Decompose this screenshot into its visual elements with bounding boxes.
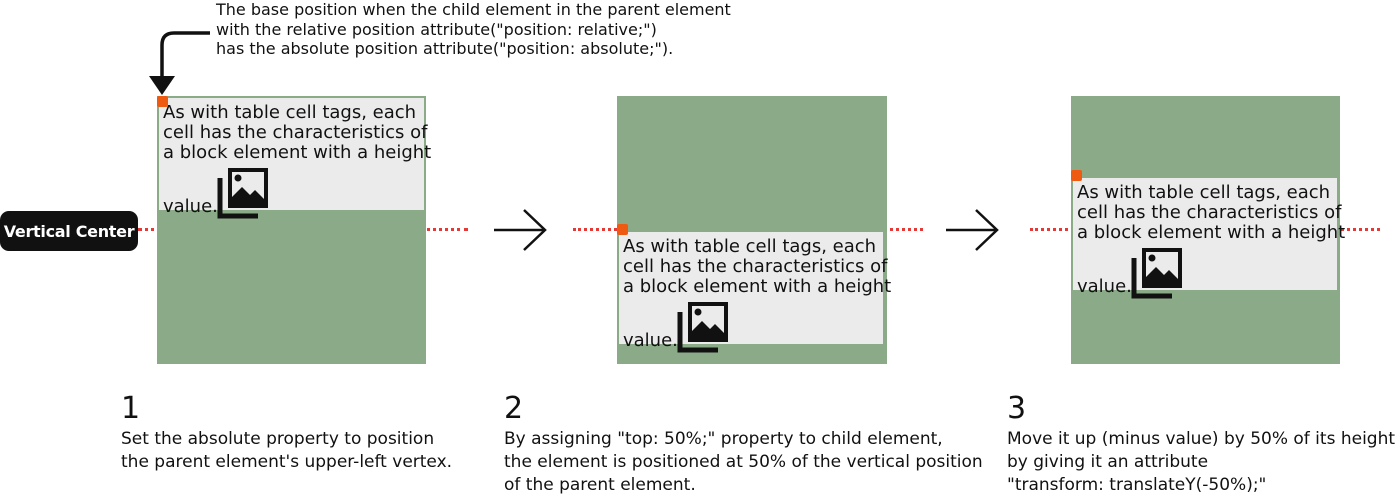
child-element-box-3: As with table cell tags, each cell has t… <box>1073 178 1346 299</box>
top-annotation-line: with the relative position attribute("po… <box>216 19 657 39</box>
step-description-line: the element is positioned at 50% of the … <box>504 452 983 472</box>
image-gallery-icon <box>217 168 268 219</box>
step-description: Move it up (minus value) by 50% of its h… <box>1007 428 1395 497</box>
step-description: Set the absolute property to position th… <box>121 428 452 474</box>
child-text-line: As with table cell tags, each <box>623 236 877 257</box>
step-description-line: Set the absolute property to position <box>121 429 435 449</box>
anchor-dot-icon <box>1071 170 1082 181</box>
top-annotation: The base position when the child element… <box>216 0 836 59</box>
image-gallery-icon <box>677 302 728 353</box>
child-text-tail: value. <box>623 330 678 351</box>
step-3: 3 Move it up (minus value) by 50% of its… <box>1007 394 1395 497</box>
step-description-line: By assigning "top: 50%;" property to chi… <box>504 429 943 449</box>
child-text-line: As with table cell tags, each <box>1077 182 1331 203</box>
child-text-line: cell has the characteristics of <box>1077 202 1342 223</box>
child-text-line: a block element with a height <box>163 142 432 163</box>
step-1: 1 Set the absolute property to position … <box>121 394 452 474</box>
vertical-center-badge: Vertical Center <box>0 211 138 251</box>
top-annotation-line: has the absolute position attribute("pos… <box>216 39 674 58</box>
step-description-line: of the parent element. <box>504 475 696 495</box>
step-description-line: Move it up (minus value) by 50% of its h… <box>1007 429 1396 449</box>
right-arrow-icon <box>494 209 547 251</box>
step-description-line: by giving it an attribute <box>1007 452 1209 472</box>
child-text-tail: value. <box>163 196 218 217</box>
arrow-pointer-icon <box>149 31 210 95</box>
top-annotation-line: The base position when the child element… <box>216 0 731 19</box>
step-number: 2 <box>504 391 524 426</box>
right-arrow-icon <box>946 209 999 251</box>
child-text-line: a block element with a height <box>623 276 892 297</box>
image-gallery-icon <box>1131 248 1182 299</box>
child-text-line: As with table cell tags, each <box>163 102 417 123</box>
anchor-dot-icon <box>617 224 628 235</box>
child-element-box-2: As with table cell tags, each cell has t… <box>619 232 892 353</box>
step-description: By assigning "top: 50%;" property to chi… <box>504 428 983 497</box>
step-description-line: the parent element's upper-left vertex. <box>121 452 453 472</box>
step-number: 1 <box>121 391 141 426</box>
child-element-box-1: As with table cell tags, each cell has t… <box>159 98 432 219</box>
step-2: 2 By assigning "top: 50%;" property to c… <box>504 394 983 497</box>
child-text-line: cell has the characteristics of <box>163 122 428 143</box>
step-description-line: "transform: translateY(-50%);" <box>1007 475 1267 495</box>
child-text-tail: value. <box>1077 276 1132 297</box>
anchor-dot-icon <box>157 96 168 107</box>
child-text-line: cell has the characteristics of <box>623 256 888 277</box>
step-number: 3 <box>1007 391 1027 426</box>
child-text-line: a block element with a height <box>1077 222 1346 243</box>
